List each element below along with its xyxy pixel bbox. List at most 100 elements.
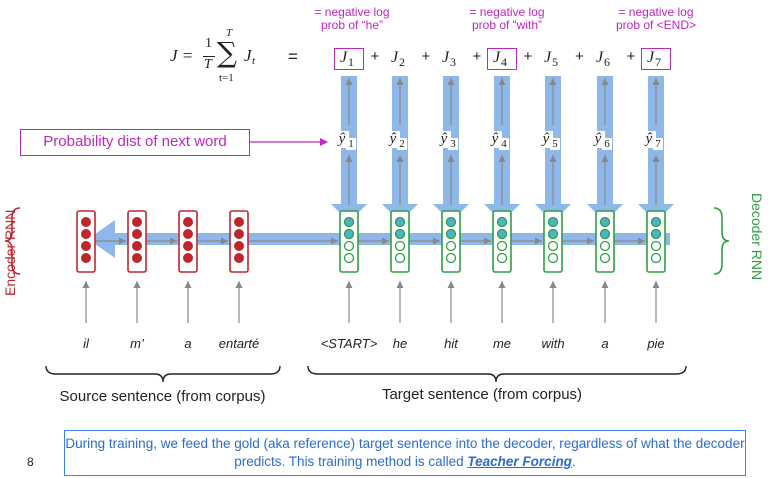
- loss-term-sub-4: 4: [501, 55, 507, 69]
- equation-term-sub: t: [252, 55, 256, 67]
- encoder-neuron: [81, 241, 91, 251]
- yhat-3: ŷ: [437, 131, 451, 148]
- prob-arrowhead: [320, 138, 328, 146]
- teacher-forcing-note: During training, we feed the gold (aka r…: [64, 430, 746, 476]
- decoder-neuron: [650, 228, 662, 240]
- decoder-neuron: [650, 252, 662, 264]
- loss-term-sub-1: 1: [348, 55, 354, 69]
- yhat-6: ŷ: [591, 131, 605, 148]
- target-word-3: hit: [444, 336, 458, 351]
- decoder-neuron: [343, 228, 355, 240]
- backprop-arrowhead: [88, 220, 115, 258]
- yhat-sub-7: 7: [653, 138, 663, 150]
- decoder-neuron: [394, 240, 406, 252]
- plus-sign-4: +: [523, 48, 533, 65]
- decoder-neuron: [496, 216, 508, 228]
- encoder-neuron: [132, 229, 142, 239]
- yhat-1: ŷ: [335, 131, 349, 148]
- loss-term-box-7: [641, 48, 671, 70]
- encoder-neuron: [183, 229, 193, 239]
- loss-term-sub-2: 2: [399, 55, 405, 69]
- annotation-neg-log-with: = negative log prob of “with”: [469, 5, 545, 32]
- yhat-5: ŷ: [539, 131, 553, 148]
- equation-frac-den: T: [204, 57, 212, 72]
- source-word-4: entarté: [218, 336, 260, 351]
- decoder-neuron: [547, 216, 559, 228]
- decoder-neuron: [599, 216, 611, 228]
- loss-term-sub-7: 7: [655, 55, 661, 69]
- decoder-neuron: [394, 216, 406, 228]
- yhat-sub-1: 1: [346, 138, 356, 150]
- decoder-neuron: [445, 216, 457, 228]
- decoder-neuron: [496, 228, 508, 240]
- source-word-2: m’: [130, 336, 144, 351]
- loss-term-6: J: [596, 49, 604, 66]
- target-brace: [307, 365, 687, 383]
- encoder-neuron: [183, 241, 193, 251]
- plus-sign-3: +: [472, 48, 482, 65]
- yhat-sub-2: 2: [397, 138, 407, 150]
- equation-frac-line: [203, 56, 215, 57]
- equation-sigma: ∑: [217, 36, 237, 69]
- target-word-6: a: [601, 336, 609, 351]
- decoder-neuron: [650, 240, 662, 252]
- encoder-neuron: [132, 253, 142, 263]
- decoder-neuron: [445, 240, 457, 252]
- loss-term-5: J: [544, 49, 552, 66]
- decoder-neuron: [394, 252, 406, 264]
- yhat-sub-6: 6: [602, 138, 612, 150]
- plus-sign-5: +: [575, 48, 584, 65]
- loss-term-7: J: [647, 49, 655, 66]
- encoder-neuron: [234, 253, 244, 263]
- decoder-neuron: [343, 216, 355, 228]
- yhat-sub-3: 3: [448, 138, 458, 150]
- annotation-neg-log-he: = negative log prob of “he”: [314, 5, 390, 32]
- decoder-label: Decoder RNN: [749, 193, 765, 281]
- decoder-neuron: [599, 228, 611, 240]
- note-emphasis: Teacher Forcing: [467, 454, 572, 469]
- encoder-neuron: [234, 217, 244, 227]
- yhat-7: ŷ: [642, 131, 656, 148]
- yhat-2: ŷ: [386, 131, 400, 148]
- loss-term-1: J: [340, 49, 348, 66]
- loss-term-box-1: [334, 48, 364, 70]
- note-end: .: [571, 454, 576, 469]
- loss-term-sub-6: 6: [604, 55, 610, 69]
- decoder-neuron: [343, 240, 355, 252]
- yhat-sub-4: 4: [499, 138, 509, 150]
- encoder-neuron: [132, 217, 142, 227]
- encoder-neuron: [81, 253, 91, 263]
- encoder-neuron: [183, 217, 193, 227]
- encoder-neuron: [81, 229, 91, 239]
- target-caption: Target sentence (from corpus): [381, 386, 583, 403]
- decoder-neuron: [547, 240, 559, 252]
- encoder-neuron: [183, 253, 193, 263]
- encoder-neuron: [234, 241, 244, 251]
- decoder-neuron: [599, 240, 611, 252]
- decoder-brace: [713, 207, 730, 275]
- decoder-neuron: [650, 216, 662, 228]
- source-brace: [45, 365, 281, 383]
- encoder-neuron: [81, 217, 91, 227]
- decoder-neuron: [394, 228, 406, 240]
- target-word-5: with: [541, 336, 565, 351]
- source-word-3: a: [184, 336, 192, 351]
- decoder-neuron: [496, 240, 508, 252]
- decoder-neuron: [547, 228, 559, 240]
- decoder-neuron: [343, 252, 355, 264]
- encoder-neuron: [132, 241, 142, 251]
- loss-term-box-4: [487, 48, 517, 70]
- loss-term-sub-3: 3: [450, 55, 456, 69]
- decoder-neuron: [547, 252, 559, 264]
- probability-dist-label: Probability dist of next word: [20, 129, 250, 156]
- encoder-label: Encoder RNN: [2, 209, 18, 296]
- target-word-4: me: [492, 336, 512, 351]
- loss-term-sub-5: 5: [552, 55, 558, 69]
- loss-term-3: J: [442, 49, 450, 66]
- decoder-neuron: [445, 252, 457, 264]
- decoder-neuron: [599, 252, 611, 264]
- equation-sum-bottom: t=1: [219, 72, 234, 84]
- target-word-7: pie: [647, 336, 665, 351]
- yhat-4: ŷ: [488, 131, 502, 148]
